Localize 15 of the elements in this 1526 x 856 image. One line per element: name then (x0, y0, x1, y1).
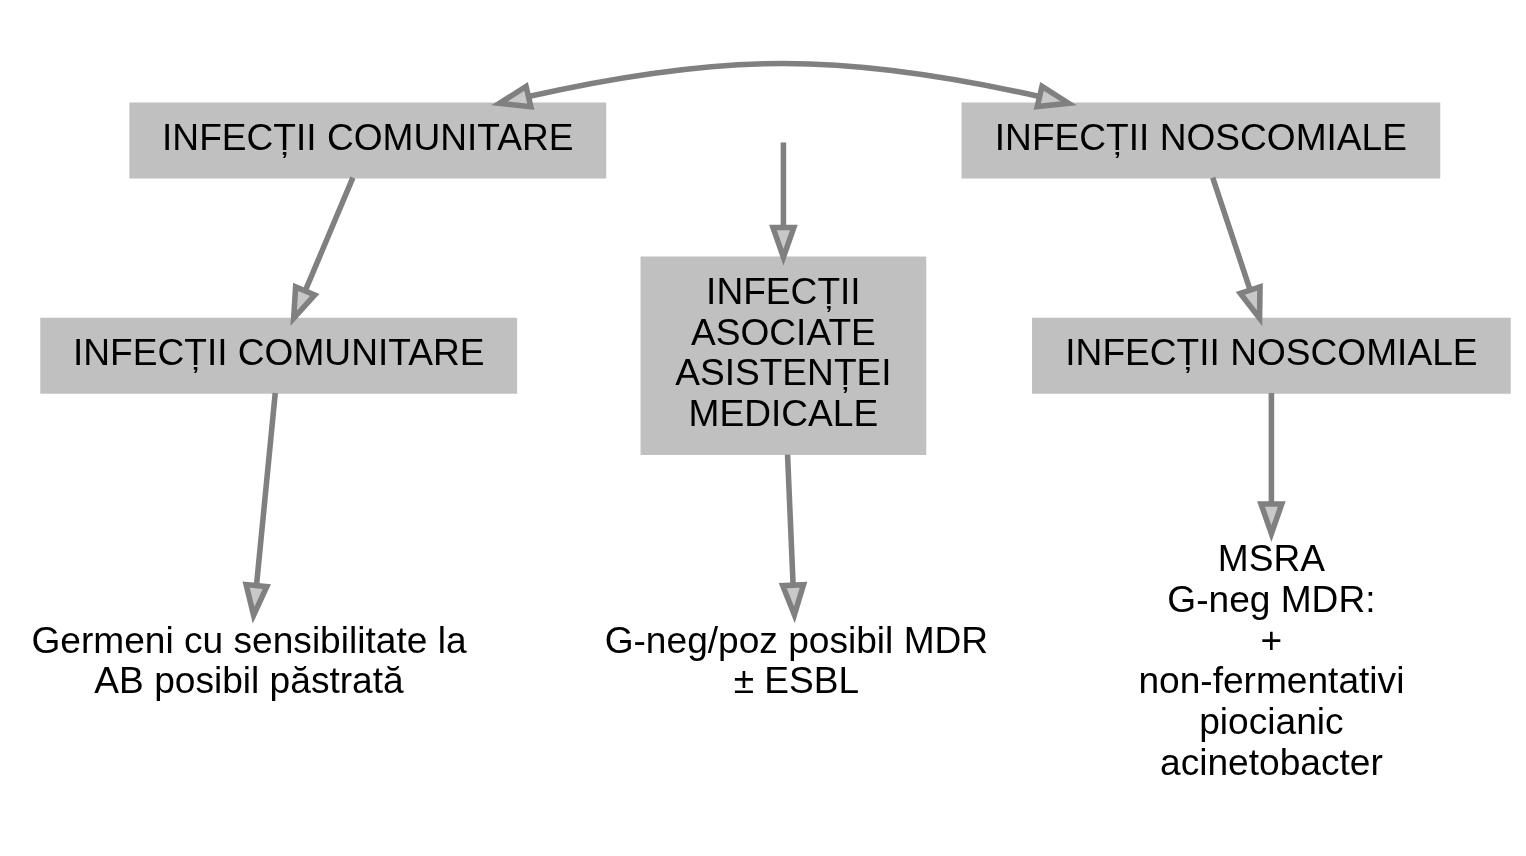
node-box: INFECȚII NOSCOMIALE (1032, 317, 1511, 394)
arrow (290, 176, 356, 326)
node-box: INFECȚII NOSCOMIALE (961, 101, 1441, 178)
node-text: Germeni cu sensibilitate la AB posibil păstrată (31, 618, 467, 701)
node-box: INFECȚII ASOCIATE ASISTENȚEI MEDICALE (640, 255, 927, 455)
arrow (769, 141, 798, 266)
arrow (1210, 176, 1263, 326)
arrow (1257, 392, 1286, 542)
node-text: MSRA G-neg MDR: + non-fermentativi piocianic acinetobacter (1138, 536, 1405, 783)
node-box: INFECȚII COMUNITARE (129, 101, 607, 178)
arrow (491, 60, 1077, 110)
node-text: G-neg/poz posibil MDR ± ESBL (604, 618, 989, 701)
arrow (242, 392, 279, 624)
node-box: INFECȚII COMUNITARE (40, 317, 518, 394)
arrow (778, 454, 808, 623)
